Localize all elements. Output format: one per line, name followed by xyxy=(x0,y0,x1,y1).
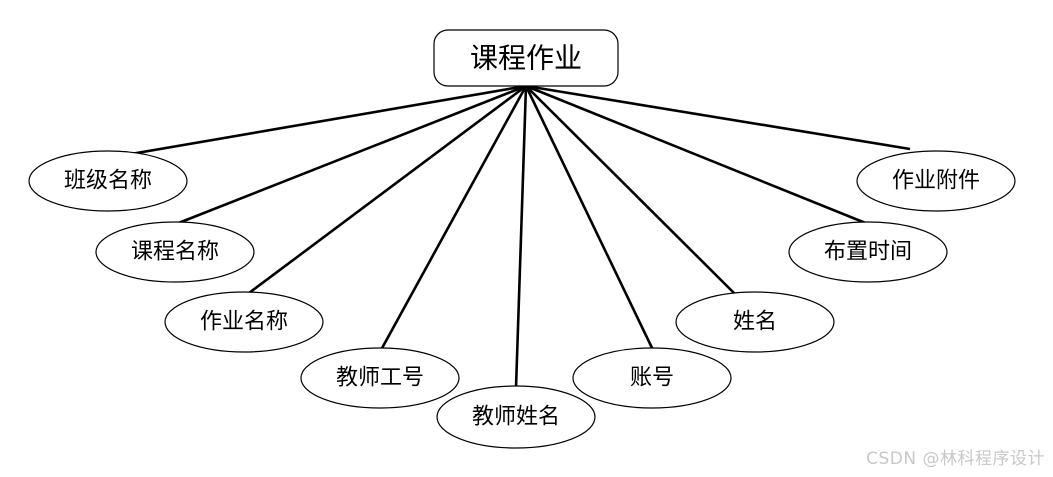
attribute-ellipse xyxy=(856,150,1016,212)
attribute-label: 教师工号 xyxy=(336,366,424,391)
attribute-ellipse xyxy=(675,291,835,353)
attribute-label: 账号 xyxy=(630,366,674,391)
attribute-label: 教师姓名 xyxy=(472,405,560,430)
connector-account xyxy=(524,85,655,351)
connector-homework-attachment xyxy=(525,84,911,151)
attribute-assign-time: 布置时间 xyxy=(788,221,948,283)
attribute-ellipse xyxy=(164,291,324,353)
attribute-ellipse xyxy=(788,221,948,283)
attribute-label: 布置时间 xyxy=(824,240,912,265)
attribute-ellipse xyxy=(95,221,255,283)
attribute-course-name: 课程名称 xyxy=(95,221,255,283)
attribute-label: 班级名称 xyxy=(64,169,152,194)
connector-lines xyxy=(95,84,911,389)
entity-label: 课程作业 xyxy=(470,42,582,75)
attribute-label: 作业附件 xyxy=(892,169,980,194)
attribute-account: 账号 xyxy=(572,347,732,409)
attribute-teacher-id: 教师工号 xyxy=(300,347,460,409)
attribute-ellipse xyxy=(436,385,596,449)
connector-assign-time xyxy=(525,84,869,226)
connector-name xyxy=(525,85,736,295)
attribute-homework-attachment: 作业附件 xyxy=(856,150,1016,212)
attribute-label: 作业名称 xyxy=(200,310,288,335)
watermark: CSDN @林科程序设计 xyxy=(866,449,1045,469)
connector-teacher-name xyxy=(514,85,528,389)
attribute-homework-name: 作业名称 xyxy=(164,291,324,353)
attribute-class-name: 班级名称 xyxy=(28,150,188,212)
connector-course-name xyxy=(175,84,527,226)
connector-homework-name xyxy=(244,84,527,298)
attribute-label: 课程名称 xyxy=(131,240,219,265)
attribute-teacher-name: 教师姓名 xyxy=(436,385,596,449)
attribute-ellipse xyxy=(28,150,188,212)
attribute-ellipse xyxy=(572,347,732,409)
attribute-name: 姓名 xyxy=(675,291,835,353)
entity-box xyxy=(433,29,619,87)
attribute-label: 姓名 xyxy=(733,310,777,335)
connector-teacher-id xyxy=(379,85,528,351)
entity-node: 课程作业 xyxy=(433,29,619,87)
attribute-ellipse xyxy=(300,347,460,409)
connector-class-name xyxy=(95,84,527,162)
